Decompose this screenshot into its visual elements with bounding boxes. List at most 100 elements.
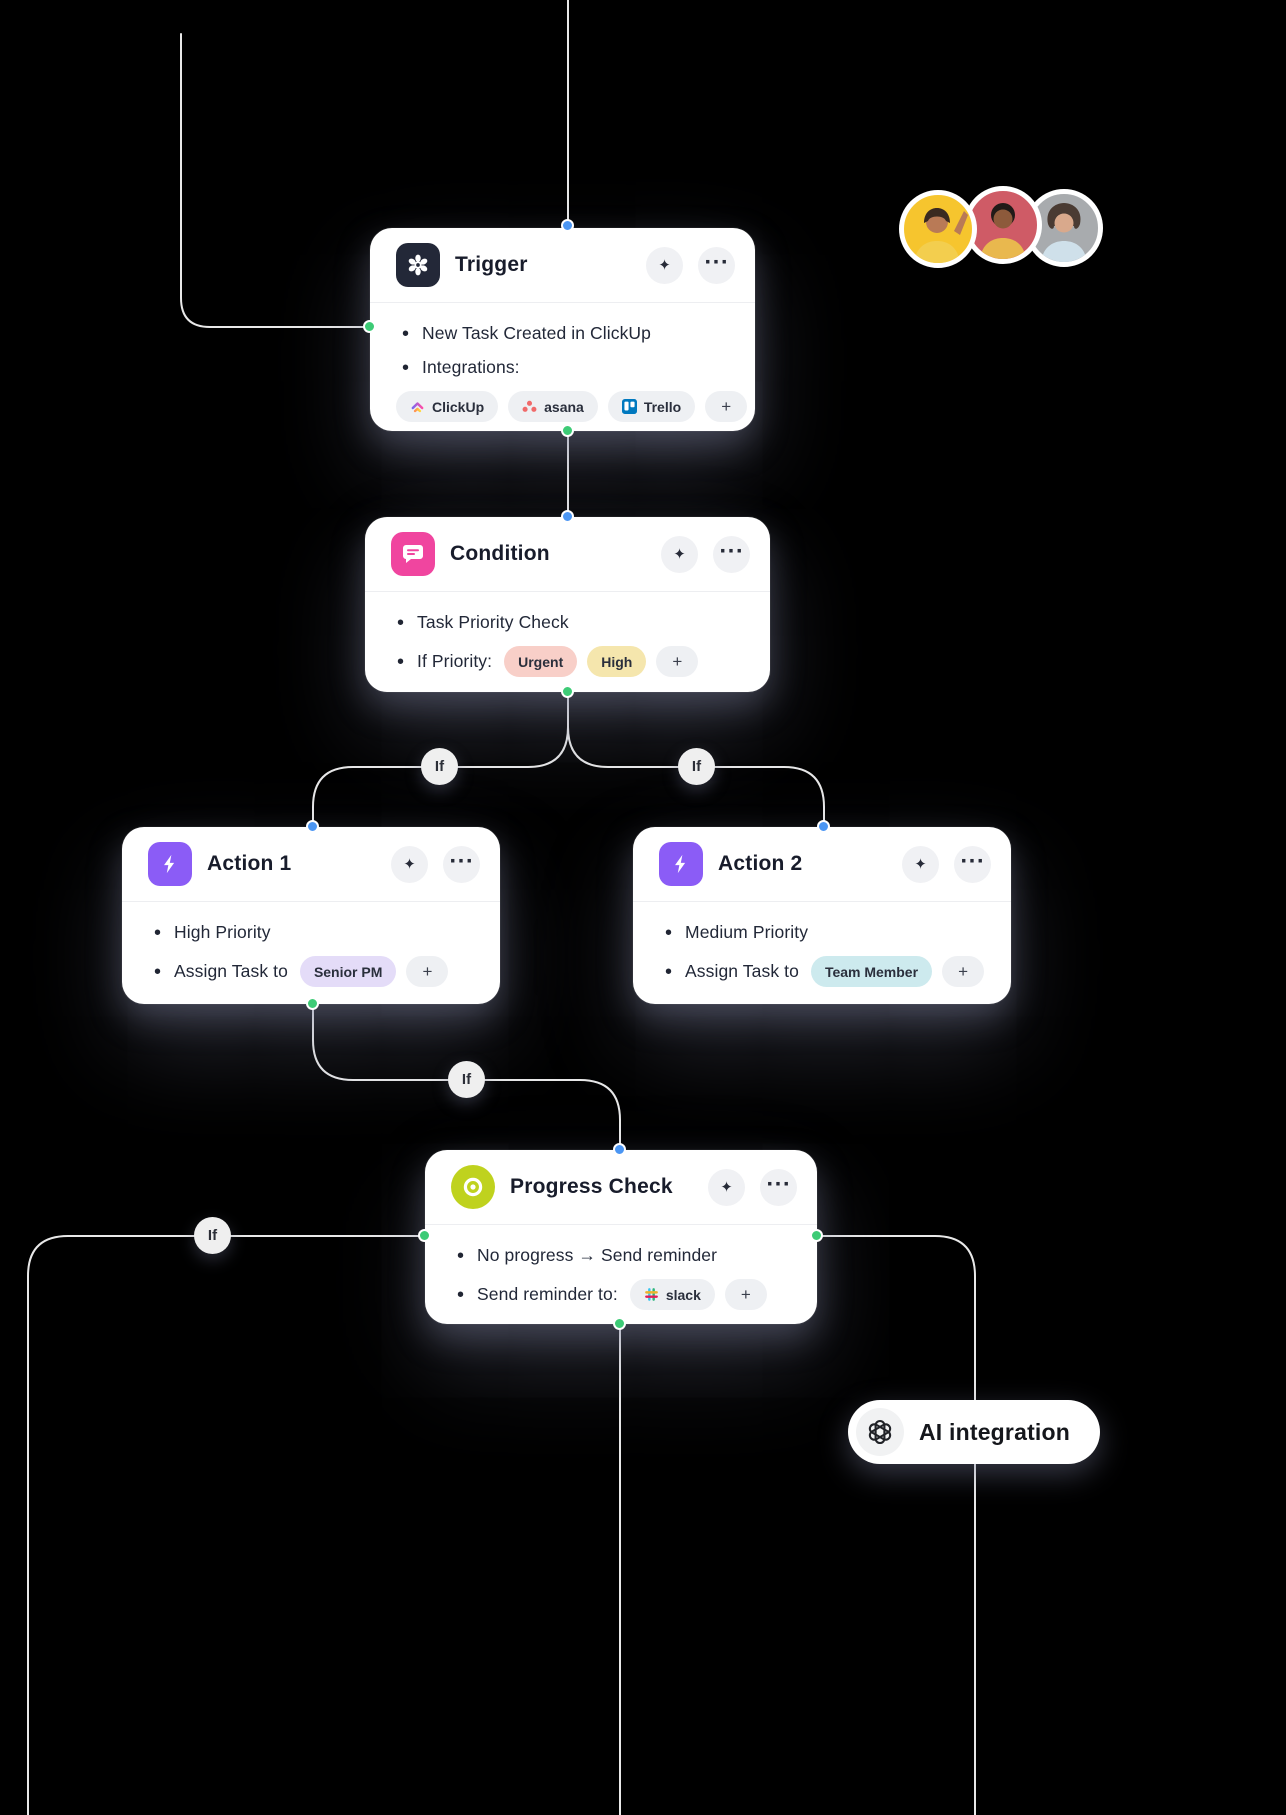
input-connector-dot[interactable] bbox=[306, 820, 319, 833]
side-connector-dot[interactable] bbox=[418, 1229, 431, 1242]
bullet-text: If Priority: bbox=[417, 651, 493, 671]
node-header: Trigger ✦ ··· bbox=[370, 228, 755, 303]
branch-if-badge: If bbox=[678, 748, 715, 785]
ai-sparkle-button[interactable]: ✦ bbox=[708, 1168, 745, 1206]
node-header: Action 1 ✦ ··· bbox=[122, 827, 500, 902]
input-connector-dot[interactable] bbox=[817, 820, 830, 833]
node-header: Action 2 ✦ ··· bbox=[633, 827, 1011, 902]
input-connector-dot[interactable] bbox=[561, 510, 574, 523]
chip-clickup[interactable]: ClickUp bbox=[396, 391, 499, 422]
avatar-illustration bbox=[1041, 203, 1087, 262]
ai-integration-pill[interactable]: AI integration bbox=[848, 1400, 1101, 1464]
bullet-text: Task Priority Check bbox=[417, 612, 569, 632]
add-integration-button[interactable]: + bbox=[705, 391, 748, 422]
ellipsis-icon: ··· bbox=[704, 250, 729, 273]
add-channel-button[interactable]: + bbox=[724, 1279, 767, 1310]
node-body: No progress → Send reminder Send reminde… bbox=[425, 1225, 817, 1324]
chip-priority-high[interactable]: High bbox=[587, 646, 647, 677]
bullet-text: Integrations: bbox=[422, 357, 520, 377]
input-connector-dot[interactable] bbox=[561, 219, 574, 232]
add-assignee-button[interactable]: + bbox=[942, 956, 985, 987]
branch-if-badge: If bbox=[194, 1217, 231, 1254]
branch-if-badge: If bbox=[421, 748, 458, 785]
sparkle-icon: ✦ bbox=[403, 855, 416, 873]
node-body: Medium Priority Assign Task to Team Memb… bbox=[633, 902, 1011, 1004]
output-connector-dot[interactable] bbox=[306, 997, 319, 1010]
node-title: Action 1 bbox=[207, 852, 292, 875]
chip-label: slack bbox=[665, 1286, 701, 1303]
trello-icon bbox=[621, 399, 637, 414]
more-options-button[interactable]: ··· bbox=[698, 246, 735, 284]
bullet-text: Assign Task to bbox=[685, 961, 799, 981]
more-options-button[interactable]: ··· bbox=[443, 845, 480, 883]
action-bolt-icon bbox=[659, 842, 703, 886]
more-options-button[interactable]: ··· bbox=[713, 535, 750, 573]
node-action-1[interactable]: Action 1 ✦ ··· High Priority Assign Task… bbox=[122, 827, 500, 1004]
chip-priority-urgent[interactable]: Urgent bbox=[504, 646, 578, 677]
add-priority-button[interactable]: + bbox=[656, 646, 699, 677]
avatar-illustration bbox=[914, 208, 968, 263]
sparkle-icon: ✦ bbox=[914, 855, 927, 873]
bullet-text: Medium Priority bbox=[685, 922, 809, 942]
slack-icon bbox=[644, 1287, 659, 1302]
trigger-gear-icon bbox=[396, 243, 440, 287]
sparkle-icon: ✦ bbox=[720, 1178, 733, 1196]
more-options-button[interactable]: ··· bbox=[954, 845, 991, 883]
node-trigger[interactable]: Trigger ✦ ··· New Task Created in ClickU… bbox=[370, 228, 755, 431]
node-title: Trigger bbox=[455, 253, 528, 276]
chip-label: Trello bbox=[643, 398, 682, 415]
if-label: If bbox=[461, 1071, 472, 1088]
output-connector-dot[interactable] bbox=[561, 685, 574, 698]
asana-icon bbox=[522, 399, 537, 414]
if-label: If bbox=[434, 758, 445, 775]
output-connector-dot[interactable] bbox=[613, 1317, 626, 1330]
chip-slack[interactable]: slack bbox=[629, 1279, 715, 1310]
node-condition[interactable]: Condition ✦ ··· Task Priority Check If P… bbox=[365, 517, 770, 692]
node-action-2[interactable]: Action 2 ✦ ··· Medium Priority Assign Ta… bbox=[633, 827, 1011, 1004]
condition-chat-icon bbox=[391, 532, 435, 576]
progress-target-icon bbox=[451, 1165, 495, 1209]
ai-sparkle-button[interactable]: ✦ bbox=[902, 845, 939, 883]
node-body: Task Priority Check If Priority: Urgent … bbox=[365, 592, 770, 692]
node-body: New Task Created in ClickUp Integrations… bbox=[370, 303, 755, 431]
if-label: If bbox=[207, 1227, 218, 1244]
side-connector-dot[interactable] bbox=[810, 1229, 823, 1242]
node-progress-check[interactable]: Progress Check ✦ ··· No progress → Send … bbox=[425, 1150, 817, 1324]
avatar-teammate-1[interactable] bbox=[899, 190, 977, 268]
sparkle-icon: ✦ bbox=[658, 256, 671, 274]
ai-sparkle-button[interactable]: ✦ bbox=[391, 845, 428, 883]
bullet-text: New Task Created in ClickUp bbox=[422, 323, 652, 343]
bullet-text: No progress → Send reminder bbox=[477, 1245, 718, 1265]
action-bolt-icon bbox=[148, 842, 192, 886]
node-title: Progress Check bbox=[510, 1175, 673, 1198]
avatar-teammate-2[interactable] bbox=[964, 186, 1042, 264]
node-body: High Priority Assign Task to Senior PM + bbox=[122, 902, 500, 1004]
chip-trello[interactable]: Trello bbox=[607, 391, 696, 422]
node-title: Condition bbox=[450, 542, 550, 565]
side-connector-dot[interactable] bbox=[363, 320, 376, 333]
chip-asana[interactable]: asana bbox=[508, 391, 598, 422]
ai-sparkle-button[interactable]: ✦ bbox=[661, 535, 698, 573]
input-connector-dot[interactable] bbox=[613, 1143, 626, 1156]
bullet-text: Assign Task to bbox=[174, 961, 288, 981]
add-assignee-button[interactable]: + bbox=[406, 956, 449, 987]
branch-if-badge: If bbox=[448, 1061, 485, 1098]
ai-integration-label: AI integration bbox=[919, 1418, 1071, 1445]
node-title: Action 2 bbox=[718, 852, 803, 875]
more-options-button[interactable]: ··· bbox=[760, 1168, 797, 1206]
chip-assignee-team-member[interactable]: Team Member bbox=[810, 956, 933, 987]
chip-label: ClickUp bbox=[432, 398, 485, 415]
if-label: If bbox=[691, 758, 702, 775]
ai-sparkle-button[interactable]: ✦ bbox=[646, 246, 683, 284]
clickup-icon bbox=[410, 399, 425, 414]
chip-assignee-senior-pm[interactable]: Senior PM bbox=[299, 956, 397, 987]
sparkle-icon: ✦ bbox=[673, 545, 686, 563]
avatar-illustration bbox=[980, 203, 1026, 259]
ellipsis-icon: ··· bbox=[449, 849, 474, 872]
node-header: Condition ✦ ··· bbox=[365, 517, 770, 592]
ellipsis-icon: ··· bbox=[719, 539, 744, 562]
output-connector-dot[interactable] bbox=[561, 424, 574, 437]
ellipsis-icon: ··· bbox=[960, 849, 985, 872]
node-header: Progress Check ✦ ··· bbox=[425, 1150, 817, 1225]
